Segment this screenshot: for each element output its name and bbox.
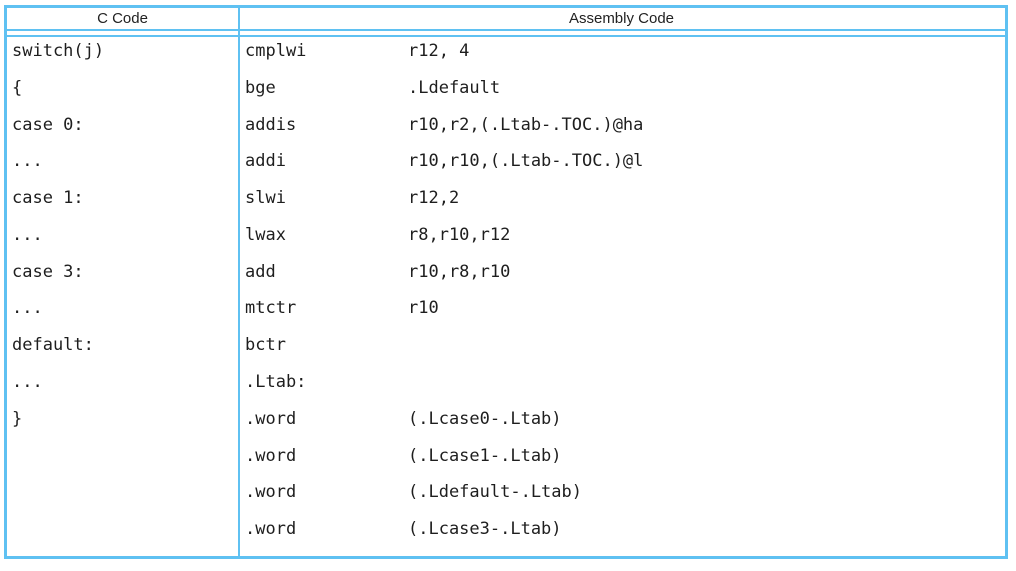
table-row: .word (.Lcase3-.Ltab) <box>7 515 1005 552</box>
c-code-cell: case 3: <box>12 261 84 282</box>
assembly-mnemonic: slwi <box>245 188 286 209</box>
assembly-mnemonic: cmplwi <box>245 41 307 61</box>
assembly-operands: (.Lcase0-.Ltab) <box>408 408 562 429</box>
table-row: case 3: add r10,r8,r10 <box>7 258 1005 295</box>
c-code-cell: ... <box>12 298 43 319</box>
c-code-cell: ... <box>12 151 43 172</box>
assembly-mnemonic: add <box>245 261 276 282</box>
table-row: ... addi r10,r10,(.Ltab-.TOC.)@l <box>7 147 1005 184</box>
assembly-operands: r10,r2,(.Ltab-.TOC.)@ha <box>408 114 644 135</box>
assembly-code-cell: .word (.Ldefault-.Ltab) <box>238 478 1005 515</box>
assembly-operands: r10,r10,(.Ltab-.TOC.)@l <box>408 151 644 172</box>
column-divider-line <box>238 8 240 556</box>
assembly-mnemonic: .word <box>245 445 297 466</box>
assembly-code-cell: mtctr r10 <box>238 294 1005 331</box>
table-row: { bge .Ldefault <box>7 74 1005 111</box>
header-separator-double-line <box>7 31 1005 37</box>
code-comparison-table: C Code Assembly Code switch(j) cmplwi r12,… <box>4 5 1008 559</box>
c-code-cell <box>7 478 238 515</box>
assembly-code-cell: addi r10,r10,(.Ltab-.TOC.)@l <box>238 147 1005 184</box>
assembly-operands: (.Lcase1-.Ltab) <box>408 445 562 466</box>
assembly-mnemonic: mtctr <box>245 298 297 319</box>
assembly-operands: r10,r8,r10 <box>408 261 511 282</box>
assembly-mnemonic: bge <box>245 77 276 98</box>
table-row: ... mtctr r10 <box>7 294 1005 331</box>
assembly-operands: r10 <box>408 298 439 319</box>
c-code-cell <box>7 515 238 552</box>
assembly-mnemonic: .word <box>245 408 297 429</box>
table-row: default: bctr <box>7 331 1005 368</box>
assembly-mnemonic: addi <box>245 151 286 172</box>
c-code-cell <box>7 442 238 479</box>
assembly-operands: .Ldefault <box>408 77 501 98</box>
assembly-mnemonic: lwax <box>245 224 286 245</box>
table-row: switch(j) cmplwi r12, 4 <box>7 37 1005 74</box>
assembly-code-cell: .word (.Lcase1-.Ltab) <box>238 442 1005 479</box>
assembly-code-cell: lwax r8,r10,r12 <box>238 221 1005 258</box>
assembly-operands: r12,2 <box>408 188 460 209</box>
table-row: .word (.Ldefault-.Ltab) <box>7 478 1005 515</box>
c-code-cell: } <box>12 408 23 429</box>
assembly-operands: r12, 4 <box>408 41 470 61</box>
assembly-mnemonic: .Ltab: <box>245 372 307 393</box>
assembly-operands: (.Lcase3-.Ltab) <box>408 519 562 540</box>
assembly-code-cell: add r10,r8,r10 <box>238 258 1005 295</box>
assembly-operands: (.Ldefault-.Ltab) <box>408 482 582 503</box>
assembly-code-cell: addis r10,r2,(.Ltab-.TOC.)@ha <box>238 111 1005 148</box>
assembly-code-cell: .word (.Lcase0-.Ltab) <box>238 405 1005 442</box>
assembly-code-cell: .Ltab: <box>238 368 1005 405</box>
c-code-cell: default: <box>12 335 94 356</box>
c-code-cell: case 0: <box>12 114 84 135</box>
assembly-code-cell: .word (.Lcase3-.Ltab) <box>238 515 1005 552</box>
c-code-cell: { <box>12 77 23 98</box>
assembly-mnemonic: .word <box>245 482 297 503</box>
assembly-operands: r8,r10,r12 <box>408 224 511 245</box>
table-row: } .word (.Lcase0-.Ltab) <box>7 405 1005 442</box>
table-row: case 1: slwi r12,2 <box>7 184 1005 221</box>
c-code-cell: case 1: <box>12 188 84 209</box>
table-header-row: C Code Assembly Code <box>7 8 1005 31</box>
c-code-cell: switch(j) <box>12 41 105 61</box>
table-row: ... lwax r8,r10,r12 <box>7 221 1005 258</box>
c-code-cell: ... <box>12 372 43 393</box>
table-body: switch(j) cmplwi r12, 4 { bge .Ldefault case 0… <box>7 37 1005 552</box>
assembly-code-cell: bge .Ldefault <box>238 74 1005 111</box>
c-code-cell: ... <box>12 224 43 245</box>
table-row: case 0: addis r10,r2,(.Ltab-.TOC.)@ha <box>7 111 1005 148</box>
assembly-mnemonic: bctr <box>245 335 286 356</box>
column-header-assembly-code: Assembly Code <box>568 10 675 27</box>
assembly-code-cell: slwi r12,2 <box>238 184 1005 221</box>
assembly-code-cell: bctr <box>238 331 1005 368</box>
assembly-mnemonic: .word <box>245 519 297 540</box>
column-header-c-code: C Code <box>97 10 148 27</box>
table-row: ... .Ltab: <box>7 368 1005 405</box>
assembly-mnemonic: addis <box>245 114 297 135</box>
table-row: .word (.Lcase1-.Ltab) <box>7 442 1005 479</box>
assembly-code-cell: cmplwi r12, 4 <box>238 37 1005 74</box>
